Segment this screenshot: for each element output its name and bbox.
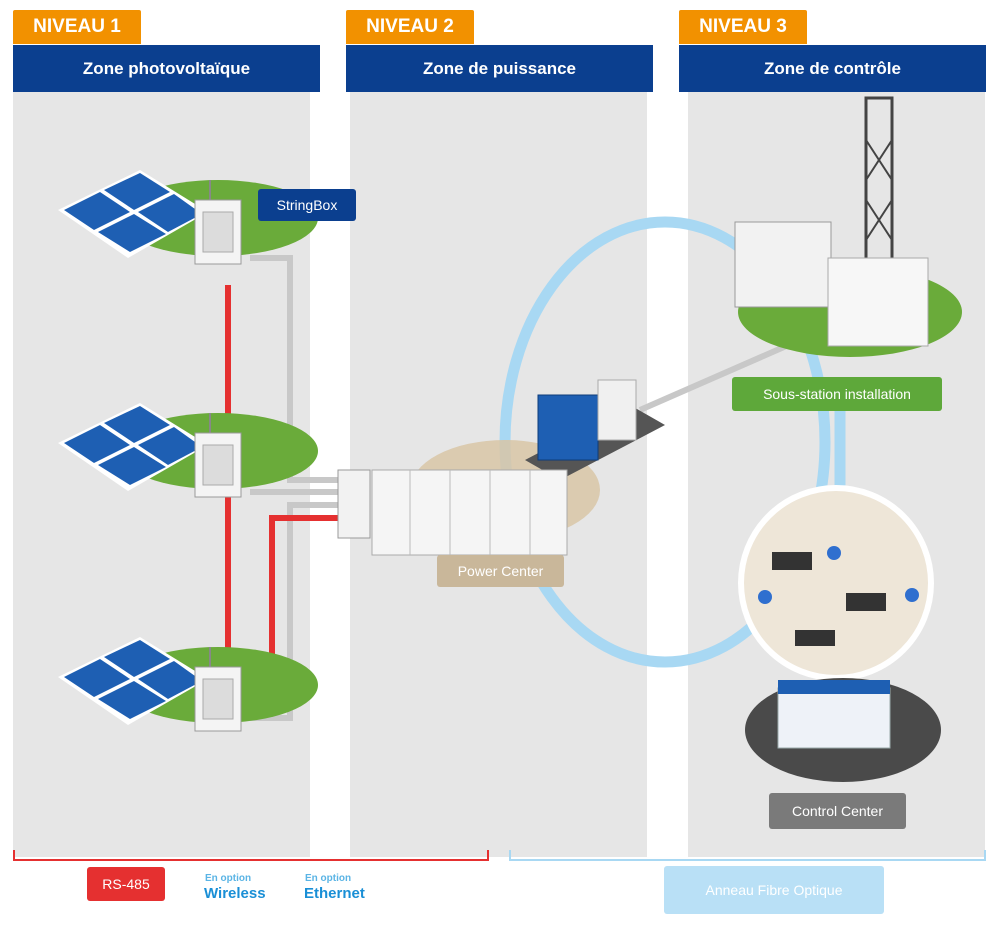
rs485-badge: RS-485: [87, 867, 165, 901]
fiber-bracket: [509, 850, 986, 861]
niveau-3-badge: NIVEAU 3: [679, 10, 807, 44]
control-center-label: Control Center: [769, 793, 906, 829]
ethernet-option-text: En option: [305, 873, 352, 884]
stringbox-label: StringBox: [258, 189, 356, 221]
power-center-label: Power Center: [437, 555, 564, 587]
zone-controle-title: Zone de contrôle: [679, 45, 986, 92]
fiber-ring-badge: Anneau Fibre Optique: [664, 866, 884, 914]
wireless-text: Wireless: [204, 885, 266, 902]
zone-puissance-title: Zone de puissance: [346, 45, 653, 92]
niveau-2-badge: NIVEAU 2: [346, 10, 474, 44]
niveau-1-badge: NIVEAU 1: [13, 10, 141, 44]
substation-label: Sous-station installation: [732, 377, 942, 411]
zone-photovoltaique-title: Zone photovoltaïque: [13, 45, 320, 92]
ethernet-text: Ethernet: [304, 885, 365, 902]
rs485-bracket: [13, 850, 489, 861]
wireless-option-text: En option: [205, 873, 252, 884]
